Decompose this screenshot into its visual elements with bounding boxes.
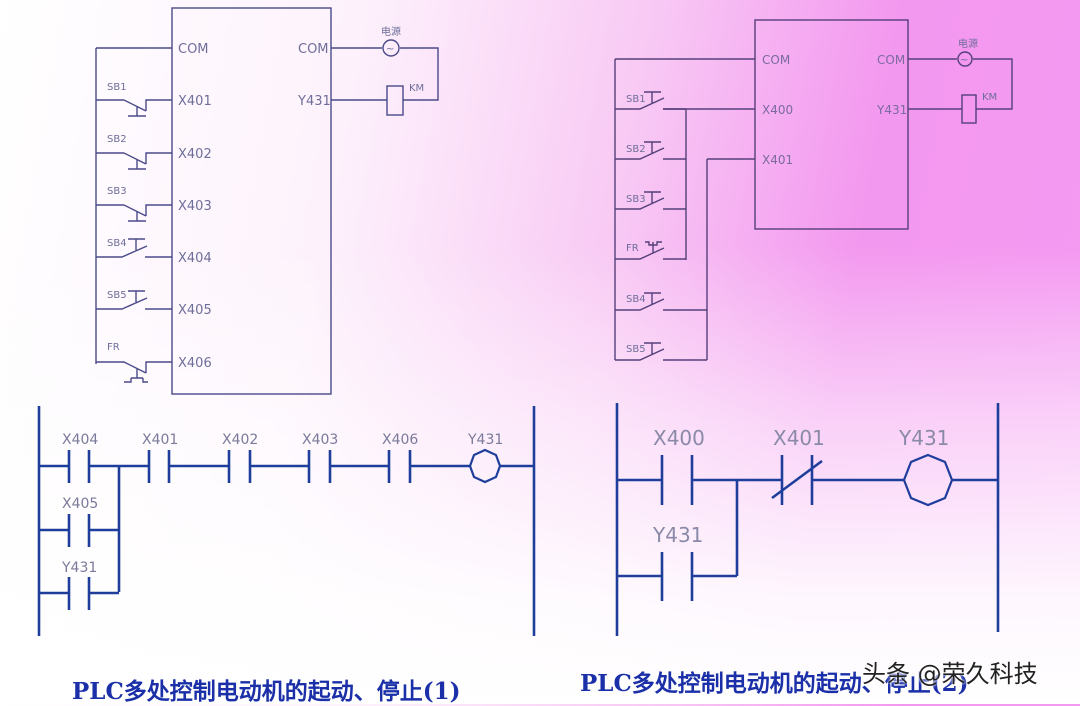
contact-x401: X401 (142, 432, 178, 483)
wiring-diagram-2: COM X400 X401 SB1 SB2 SB3 FR SB4 SB5 (614, 19, 1013, 361)
switch-label: SB4 (107, 238, 127, 249)
switch-label: SB5 (107, 290, 127, 301)
switch-label: SB1 (107, 82, 127, 93)
output-loop-1 (331, 47, 439, 101)
coil-km-icon (961, 94, 977, 124)
contact-label: X401 (773, 426, 825, 450)
switch-label: FR (107, 342, 120, 353)
coil-label: Y431 (898, 426, 949, 450)
contact-x400: X400 (653, 426, 705, 505)
switch-label: SB2 (626, 144, 646, 155)
terminal-y431-1: Y431 (297, 94, 331, 109)
terminal-x406: X406 (178, 356, 212, 371)
wiring-diagram-1: COM SB1 X401 SB2 X402 SB3 X403 SB4 X404 … (95, 7, 439, 395)
switch-sb1: SB1 X401 (96, 82, 212, 117)
terminal-x403: X403 (178, 199, 212, 214)
contact-x402: X402 (222, 432, 258, 483)
contact-y431-2: Y431 (652, 523, 703, 601)
output-coil-icon (902, 453, 954, 507)
coil-y431: Y431 (467, 432, 503, 484)
switch-sb2-2: SB2 (615, 141, 686, 160)
power-source-icon (957, 51, 973, 67)
output-loop-2 (908, 58, 1013, 110)
contact-label: X403 (302, 432, 338, 448)
coil-km-icon (386, 85, 404, 116)
switch-label: SB3 (626, 194, 646, 205)
terminal-x402: X402 (178, 147, 212, 162)
terminal-x404: X404 (178, 251, 212, 266)
power-label: 电源 (381, 25, 401, 38)
caption-left: PLC多处控制电动机的起动、停止(1) (72, 678, 461, 705)
terminal-com-left-1: COM (178, 42, 209, 57)
switch-sb2: SB2 X402 (96, 134, 212, 170)
switch-label: SB3 (107, 186, 127, 197)
contact-x403: X403 (302, 432, 338, 483)
contact-x405: X405 (62, 496, 98, 547)
switch-sb3-2: SB3 (615, 191, 686, 210)
coil-label: Y431 (467, 432, 503, 448)
contact-x406: X406 (382, 432, 418, 483)
switch-sb3: SB3 X403 (96, 186, 212, 222)
plc-box-2 (754, 19, 909, 230)
contact-label: X401 (142, 432, 178, 448)
switch-label: SB1 (626, 94, 646, 105)
terminal-com-right-1: COM (298, 42, 329, 57)
terminal-com-left-2: COM (762, 53, 790, 67)
contact-label: X405 (62, 496, 98, 512)
coil-label: KM (409, 83, 424, 94)
ladder-diagram-1: X404 X401 X402 X403 X406 X405 Y431 Y431 (37, 406, 536, 636)
terminal-x405: X405 (178, 303, 212, 318)
watermark: 头条 @荣久科技 (862, 660, 1038, 688)
terminal-y431-2: Y431 (876, 103, 907, 117)
ladder-diagram-2: X400 X401 Y431 Y431 (615, 403, 1000, 636)
contact-label: X400 (653, 426, 705, 450)
power-label: 电源 (958, 37, 978, 50)
switch-label: FR (626, 243, 639, 254)
switch-sb1-2: SB1 (615, 91, 686, 110)
contact-y431: Y431 (61, 560, 97, 610)
power-source-icon (382, 39, 400, 57)
contact-label: X406 (382, 432, 418, 448)
plc-box-1 (171, 7, 332, 395)
terminal-x400: X400 (762, 103, 793, 117)
switch-label: SB4 (626, 294, 646, 305)
switch-label: SB5 (626, 344, 646, 355)
contact-label: Y431 (652, 523, 703, 547)
switch-sb4: SB4 X404 (96, 238, 212, 266)
switch-sb4-2: SB4 (615, 292, 707, 311)
contact-x401-nc: X401 (771, 426, 825, 505)
switch-fr: FR X406 (96, 342, 212, 383)
contact-x404: X404 (62, 432, 98, 483)
switch-label: SB2 (107, 134, 127, 145)
output-coil-icon (468, 448, 502, 484)
terminal-x401: X401 (178, 94, 212, 109)
switch-sb5-2: SB5 (615, 342, 707, 361)
power-symbol: ~ (960, 55, 968, 66)
coil-label: KM (982, 92, 997, 103)
coil-y431-2: Y431 (898, 426, 954, 507)
switch-fr-2: FR (615, 241, 686, 260)
terminal-com-right-2: COM (877, 53, 905, 67)
contact-label: X404 (62, 432, 98, 448)
terminal-x401-2: X401 (762, 153, 793, 167)
contact-label: Y431 (61, 560, 97, 576)
switch-sb5: SB5 X405 (96, 290, 212, 318)
contact-label: X402 (222, 432, 258, 448)
power-symbol: ~ (386, 44, 394, 55)
caption-right: PLC多处控制电动机的起动、停止(2) (580, 670, 969, 697)
